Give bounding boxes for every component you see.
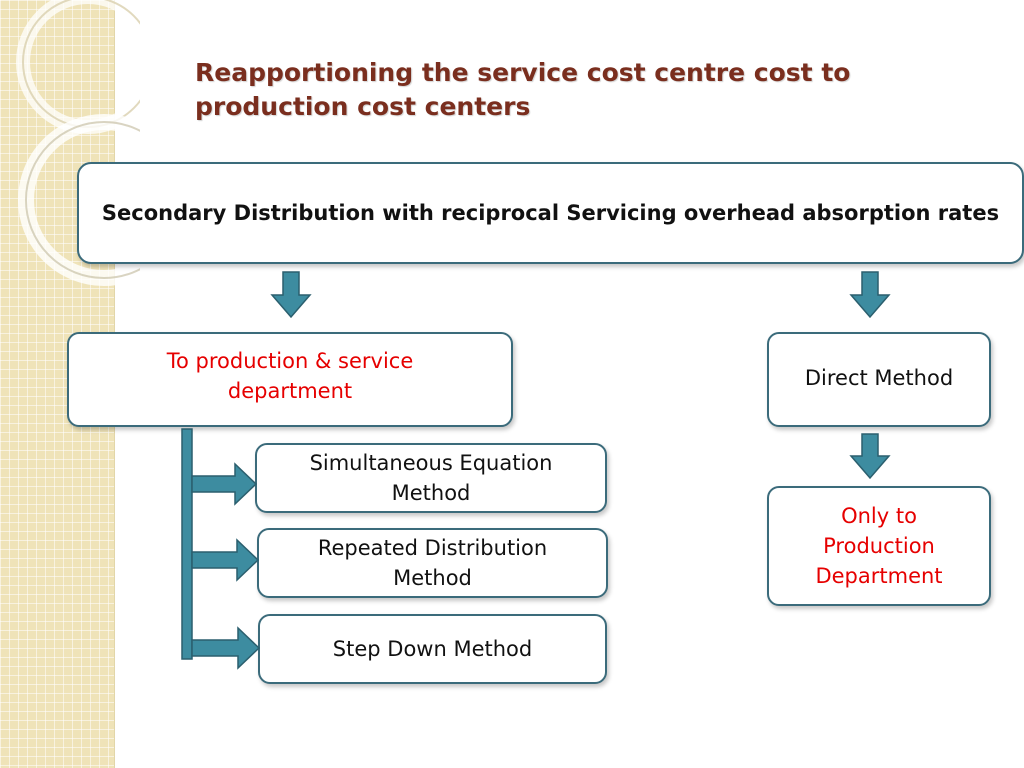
to-production-service-label: To production & service department — [166, 348, 414, 403]
secondary-distribution-box: Secondary Distribution with reciprocal S… — [77, 162, 1024, 264]
right-arrow-step-down — [191, 626, 261, 670]
only-production-label: Only to Production Department — [815, 504, 943, 588]
direct-method-label: Direct Method — [804, 365, 954, 390]
repeated-distribution-box: Repeated Distribution Method — [257, 528, 608, 598]
decorative-rings — [16, 0, 140, 286]
slide-title: Reapportioning the service cost centre c… — [195, 58, 851, 121]
step-down-label: Step Down Method — [332, 637, 533, 661]
down-arrow-left — [270, 271, 312, 319]
step-down-box: Step Down Method — [258, 614, 607, 684]
vertical-connector-bar — [181, 428, 193, 660]
repeated-distribution-label: Repeated Distribution Method — [317, 536, 548, 590]
to-production-service-box: To production & service department — [67, 332, 513, 427]
simultaneous-equation-label: Simultaneous Equation Method — [309, 451, 553, 505]
down-arrow-right — [849, 271, 891, 319]
only-production-box: Only to Production Department — [767, 486, 991, 606]
secondary-distribution-label: Secondary Distribution with reciprocal S… — [101, 201, 1000, 225]
simultaneous-equation-box: Simultaneous Equation Method — [255, 443, 607, 513]
direct-method-box: Direct Method — [767, 332, 991, 427]
down-arrow-direct — [849, 433, 891, 480]
right-arrow-simultaneous — [191, 462, 258, 506]
right-arrow-repeated — [191, 538, 260, 582]
